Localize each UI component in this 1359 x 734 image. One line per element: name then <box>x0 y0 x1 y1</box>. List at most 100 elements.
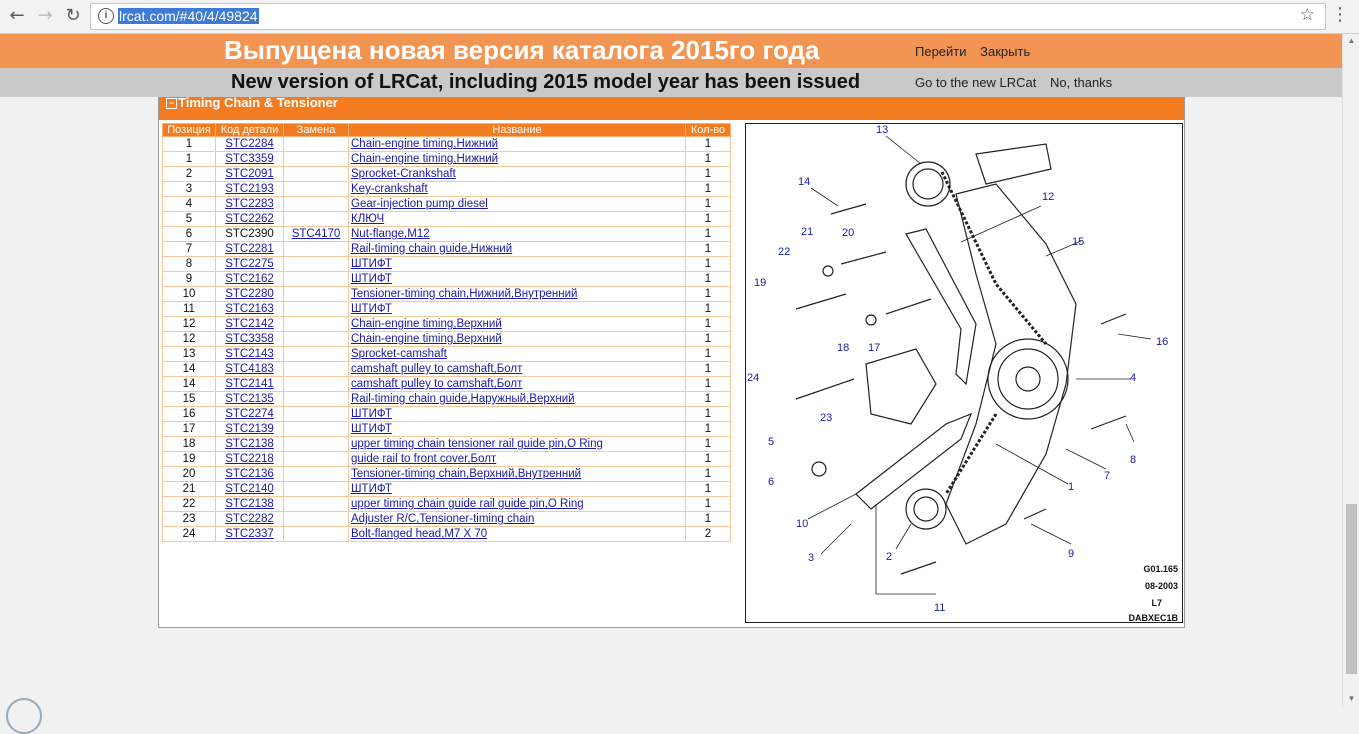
info-icon[interactable]: i <box>98 8 114 24</box>
cell-name[interactable]: Chain-engine timing,Верхний <box>348 331 686 347</box>
diagram-callout[interactable]: 7 <box>1104 470 1111 482</box>
cell-part-code[interactable]: STC4183 <box>215 361 284 377</box>
cell-part-code-link[interactable]: STC2138 <box>225 498 274 510</box>
cell-name[interactable]: Chain-engine timing,Верхний <box>348 316 686 332</box>
cell-name[interactable]: ШТИФТ <box>348 256 686 272</box>
cell-part-code-link[interactable]: STC3359 <box>225 153 274 165</box>
cell-name[interactable]: Sprocket-Crankshaft <box>348 166 686 182</box>
cell-name[interactable]: Chain-engine timing,Нижний <box>348 136 686 152</box>
cell-part-code[interactable]: STC2281 <box>215 241 284 257</box>
cell-name-link[interactable]: Rail-timing chain guide,Нижний <box>351 243 513 255</box>
cell-part-code[interactable]: STC3359 <box>215 151 284 167</box>
cell-name-link[interactable]: ШТИФТ <box>351 258 392 270</box>
diagram-callout[interactable]: 12 <box>1042 191 1055 203</box>
cell-replacement-link[interactable]: STC4170 <box>291 228 341 240</box>
cell-name[interactable]: Rail-timing chain guide,Наружный,Верхний <box>348 391 686 407</box>
cell-name-link[interactable]: camshaft pulley to camshaft,Болт <box>351 378 523 390</box>
cell-name-link[interactable]: ШТИФТ <box>351 408 392 420</box>
diagram-callout[interactable]: 24 <box>747 372 760 384</box>
cell-part-code[interactable]: STC2143 <box>215 346 284 362</box>
cell-part-code[interactable]: STC2282 <box>215 511 284 527</box>
cell-name[interactable]: КЛЮЧ <box>348 211 686 227</box>
cell-part-code-link[interactable]: STC2274 <box>225 408 274 420</box>
diagram-callout[interactable]: 14 <box>798 176 811 188</box>
cell-name-link[interactable]: Chain-engine timing,Нижний <box>351 138 499 150</box>
banner-ru-close-link[interactable]: Закрыть <box>980 44 1031 59</box>
cell-part-code-link[interactable]: STC2138 <box>225 438 274 450</box>
diagram-callout[interactable]: 6 <box>768 476 775 488</box>
banner-en-go-link[interactable]: Go to the new LRCat <box>915 75 1037 90</box>
cell-part-code-link[interactable]: STC2218 <box>225 453 274 465</box>
cell-part-code-link[interactable]: STC2284 <box>225 138 274 150</box>
cell-part-code-link[interactable]: STC4183 <box>225 363 274 375</box>
cell-name-link[interactable]: ШТИФТ <box>351 303 392 315</box>
cell-name-link[interactable]: ШТИФТ <box>351 483 392 495</box>
page-scrollbar[interactable]: ▲ ▼ <box>1342 34 1359 707</box>
banner-en-no-link[interactable]: No, thanks <box>1050 75 1113 90</box>
diagram-callout[interactable]: 8 <box>1130 454 1137 466</box>
cell-part-code-link[interactable]: STC2282 <box>225 513 274 525</box>
cell-name-link[interactable]: КЛЮЧ <box>351 213 385 225</box>
diagram-callout[interactable]: 16 <box>1156 336 1169 348</box>
cell-name-link[interactable]: upper timing chain guide rail guide pin,… <box>351 498 584 510</box>
cell-part-code[interactable]: STC2140 <box>215 481 284 497</box>
back-arrow-icon[interactable]: ← <box>9 5 25 26</box>
scroll-down-icon[interactable]: ▼ <box>1347 694 1356 703</box>
cell-name[interactable]: Tensioner-timing chain,Нижний,Внутренний <box>348 286 686 302</box>
cell-part-code-link[interactable]: STC2141 <box>225 378 274 390</box>
cell-part-code-link[interactable]: STC2280 <box>225 288 274 300</box>
cell-part-code-link[interactable]: STC2143 <box>225 348 274 360</box>
cell-part-code-link[interactable]: STC2283 <box>225 198 274 210</box>
cell-name[interactable]: guide rail to front cover,Болт <box>348 451 686 467</box>
cell-name-link[interactable]: camshaft pulley to camshaft,Болт <box>351 363 523 375</box>
cell-name[interactable]: Chain-engine timing,Нижний <box>348 151 686 167</box>
cell-name[interactable]: upper timing chain guide rail guide pin,… <box>348 496 686 512</box>
cell-part-code-link[interactable]: STC2275 <box>225 258 274 270</box>
cell-part-code[interactable]: STC2135 <box>215 391 284 407</box>
diagram-callout[interactable]: 20 <box>842 227 855 239</box>
url-text[interactable]: lrcat.com/#40/4/49824 <box>118 8 259 24</box>
cell-name-link[interactable]: Chain-engine timing,Верхний <box>351 318 502 330</box>
cell-part-code[interactable]: STC2337 <box>215 526 284 542</box>
cell-part-code[interactable]: STC2275 <box>215 256 284 272</box>
cell-part-code-link[interactable]: STC2136 <box>225 468 274 480</box>
cell-part-code[interactable]: STC2274 <box>215 406 284 422</box>
cell-name-link[interactable]: Adjuster R/C,Tensioner-timing chain <box>351 513 535 525</box>
cell-part-code-link[interactable]: STC2193 <box>225 183 274 195</box>
diagram-callout[interactable]: 1 <box>1068 481 1075 493</box>
cell-part-code[interactable]: STC2091 <box>215 166 284 182</box>
bookmark-star-icon[interactable]: ☆ <box>1299 5 1315 25</box>
cell-name[interactable]: Adjuster R/C,Tensioner-timing chain <box>348 511 686 527</box>
cell-name-link[interactable]: Tensioner-timing chain,Нижний,Внутренний <box>351 288 578 300</box>
cell-part-code[interactable]: STC2138 <box>215 496 284 512</box>
cell-name[interactable]: Rail-timing chain guide,Нижний <box>348 241 686 257</box>
cell-part-code[interactable]: STC2262 <box>215 211 284 227</box>
diagram-callout[interactable]: 2 <box>886 551 893 563</box>
cell-name[interactable]: Key-crankshaft <box>348 181 686 197</box>
cell-name[interactable]: ШТИФТ <box>348 406 686 422</box>
cell-name-link[interactable]: ШТИФТ <box>351 273 392 285</box>
cell-part-code[interactable]: STC2136 <box>215 466 284 482</box>
cell-name-link[interactable]: Tensioner-timing chain,Верхний,Внутренни… <box>351 468 582 480</box>
cell-name-link[interactable]: Sprocket-Crankshaft <box>351 168 456 180</box>
cell-part-code-link[interactable]: STC2091 <box>225 168 274 180</box>
address-bar[interactable]: i lrcat.com/#40/4/49824 ☆ <box>90 3 1326 30</box>
diagram-callout[interactable]: 19 <box>754 277 767 289</box>
cell-name-link[interactable]: Key-crankshaft <box>351 183 428 195</box>
cell-name[interactable]: upper timing chain tensioner rail guide … <box>348 436 686 452</box>
cell-name-link[interactable]: ШТИФТ <box>351 423 392 435</box>
cell-part-code-link[interactable]: STC2135 <box>225 393 274 405</box>
cell-name[interactable]: Bolt-flanged head,M7 X 70 <box>348 526 686 542</box>
diagram-callout[interactable]: 4 <box>1130 372 1137 384</box>
cell-part-code-link[interactable]: STC2281 <box>225 243 274 255</box>
diagram-callout[interactable]: 9 <box>1068 548 1075 560</box>
cell-part-code[interactable]: STC3358 <box>215 331 284 347</box>
cell-part-code[interactable]: STC2193 <box>215 181 284 197</box>
cell-part-code-link[interactable]: STC2142 <box>225 318 274 330</box>
reload-icon[interactable]: ↻ <box>65 5 81 26</box>
diagram-callout[interactable]: 5 <box>768 436 775 448</box>
cell-part-code-link[interactable]: STC2139 <box>225 423 274 435</box>
cell-part-code[interactable]: STC2218 <box>215 451 284 467</box>
diagram-callout[interactable]: 11 <box>934 602 946 614</box>
cell-part-code-link[interactable]: STC2140 <box>225 483 274 495</box>
